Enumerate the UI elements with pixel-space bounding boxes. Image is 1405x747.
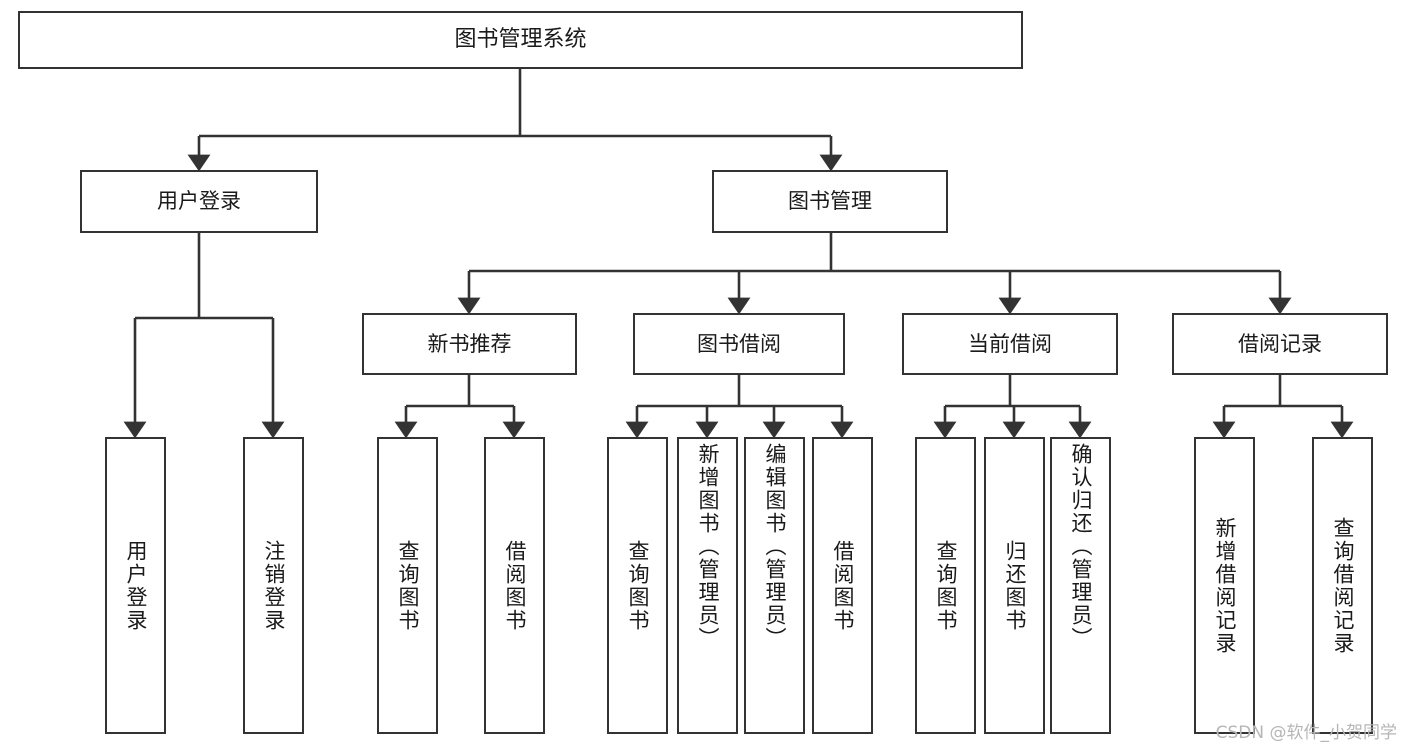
leaf-current-confirm-return-admin[interactable]: 确认归还（管理员） — [1050, 437, 1111, 734]
leaf-borrow-borrow-book[interactable]: 借阅图书 — [812, 437, 873, 734]
node-label: 借阅图书 — [503, 539, 527, 632]
node-label: 图书管理系统 — [454, 27, 587, 53]
node-label: 当前借阅 — [968, 331, 1052, 356]
node-label: 图书借阅 — [697, 331, 781, 356]
leaf-current-return-book[interactable]: 归还图书 — [984, 437, 1045, 734]
leaf-borrow-add-book-admin[interactable]: 新增图书（管理员） — [677, 437, 738, 734]
node-label: 确认归还（管理员） — [1069, 443, 1093, 650]
node-label: 归还图书 — [1003, 539, 1027, 632]
node-label: 新书推荐 — [427, 331, 512, 356]
node-label: 借阅记录 — [1238, 331, 1322, 356]
node-root-system[interactable]: 图书管理系统 — [18, 11, 1023, 69]
node-book-borrow[interactable]: 图书借阅 — [633, 313, 845, 375]
leaf-record-query[interactable]: 查询借阅记录 — [1312, 437, 1373, 734]
watermark-text: CSDN @软件_小贺同学 — [1215, 723, 1397, 743]
node-label: 新增图书（管理员） — [696, 443, 720, 650]
leaf-new-book-query[interactable]: 查询图书 — [377, 437, 438, 734]
node-label: 查询图书 — [626, 539, 650, 632]
leaf-user-login-logout[interactable]: 注销登录 — [243, 437, 304, 734]
node-label: 编辑图书（管理员） — [763, 443, 787, 650]
node-label: 用户登录 — [157, 189, 241, 214]
node-label: 查询图书 — [934, 539, 958, 632]
node-user-login[interactable]: 用户登录 — [80, 170, 318, 233]
node-label: 查询借阅记录 — [1331, 516, 1355, 655]
node-label: 借阅图书 — [831, 539, 855, 632]
node-book-management[interactable]: 图书管理 — [712, 170, 948, 233]
node-borrow-record[interactable]: 借阅记录 — [1172, 313, 1388, 375]
node-label: 注销登录 — [262, 539, 286, 632]
leaf-borrow-query-book[interactable]: 查询图书 — [607, 437, 668, 734]
node-label: 用户登录 — [124, 539, 148, 632]
node-label: 图书管理 — [788, 189, 872, 214]
leaf-borrow-edit-book-admin[interactable]: 编辑图书（管理员） — [744, 437, 805, 734]
node-new-book-recommend[interactable]: 新书推荐 — [362, 313, 577, 375]
node-current-borrow[interactable]: 当前借阅 — [902, 313, 1118, 375]
node-label: 查询图书 — [396, 539, 420, 632]
leaf-user-login-login[interactable]: 用户登录 — [105, 437, 166, 734]
leaf-record-add[interactable]: 新增借阅记录 — [1194, 437, 1255, 734]
leaf-new-book-borrow[interactable]: 借阅图书 — [484, 437, 545, 734]
leaf-current-query-book[interactable]: 查询图书 — [915, 437, 976, 734]
node-label: 新增借阅记录 — [1213, 516, 1237, 655]
